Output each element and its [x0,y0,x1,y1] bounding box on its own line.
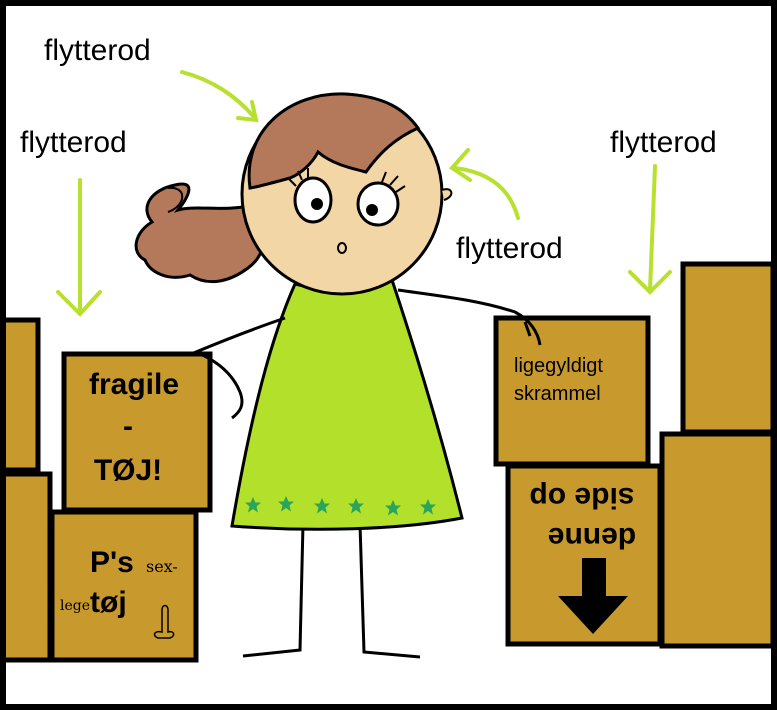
ps-box [49,509,199,663]
arrow-top [180,70,257,120]
star-icon [245,497,261,513]
arms [192,288,542,420]
ps-box-toej: tøj [90,586,127,619]
denne-box-line1-upside-down: denne [548,521,636,554]
edge-box-lower [0,471,53,663]
star-icon [314,498,330,514]
star-icon [278,496,294,512]
left-box-stack [0,317,213,663]
legs [242,523,421,659]
hair [247,92,421,190]
right-tall-box [680,261,776,435]
ponytail [134,182,266,284]
right-box-stack [493,261,776,649]
flytterod-label-left: flytterod [20,126,127,159]
ligegyldigt-box-line1: ligegyldigt [514,355,603,377]
doodle-icon [153,604,175,639]
ps-box-line1: P's [90,546,134,579]
down-arrow-icon [558,558,628,634]
fragile-box [61,351,213,513]
arrow-right [648,164,657,292]
ear [441,188,453,201]
right-low-box [659,431,776,649]
star-icon [385,500,401,516]
eyes [287,168,406,227]
mouth [337,242,347,254]
ps-box-lege: lege [60,598,90,614]
star-icon [420,499,436,515]
fragile-box-line3: TØJ! [94,454,162,487]
pointer-arrows [56,70,672,317]
arrow-head [453,166,520,220]
flytterod-label-top: flytterod [44,34,151,67]
flytterod-label-right: flytterod [610,126,717,159]
ps-box-sex: sex- [146,557,178,576]
edge-box-upper [0,317,41,473]
ligegyldigt-box-line2: skrammel [514,383,601,405]
denne-box-line2-upside-down: side op [529,481,634,514]
dress-stars [245,496,436,516]
star-icon [348,498,364,514]
fragile-box-line2: - [123,410,133,443]
flytterod-label-head: flytterod [456,232,563,265]
fragile-box-line1: fragile [89,368,179,401]
